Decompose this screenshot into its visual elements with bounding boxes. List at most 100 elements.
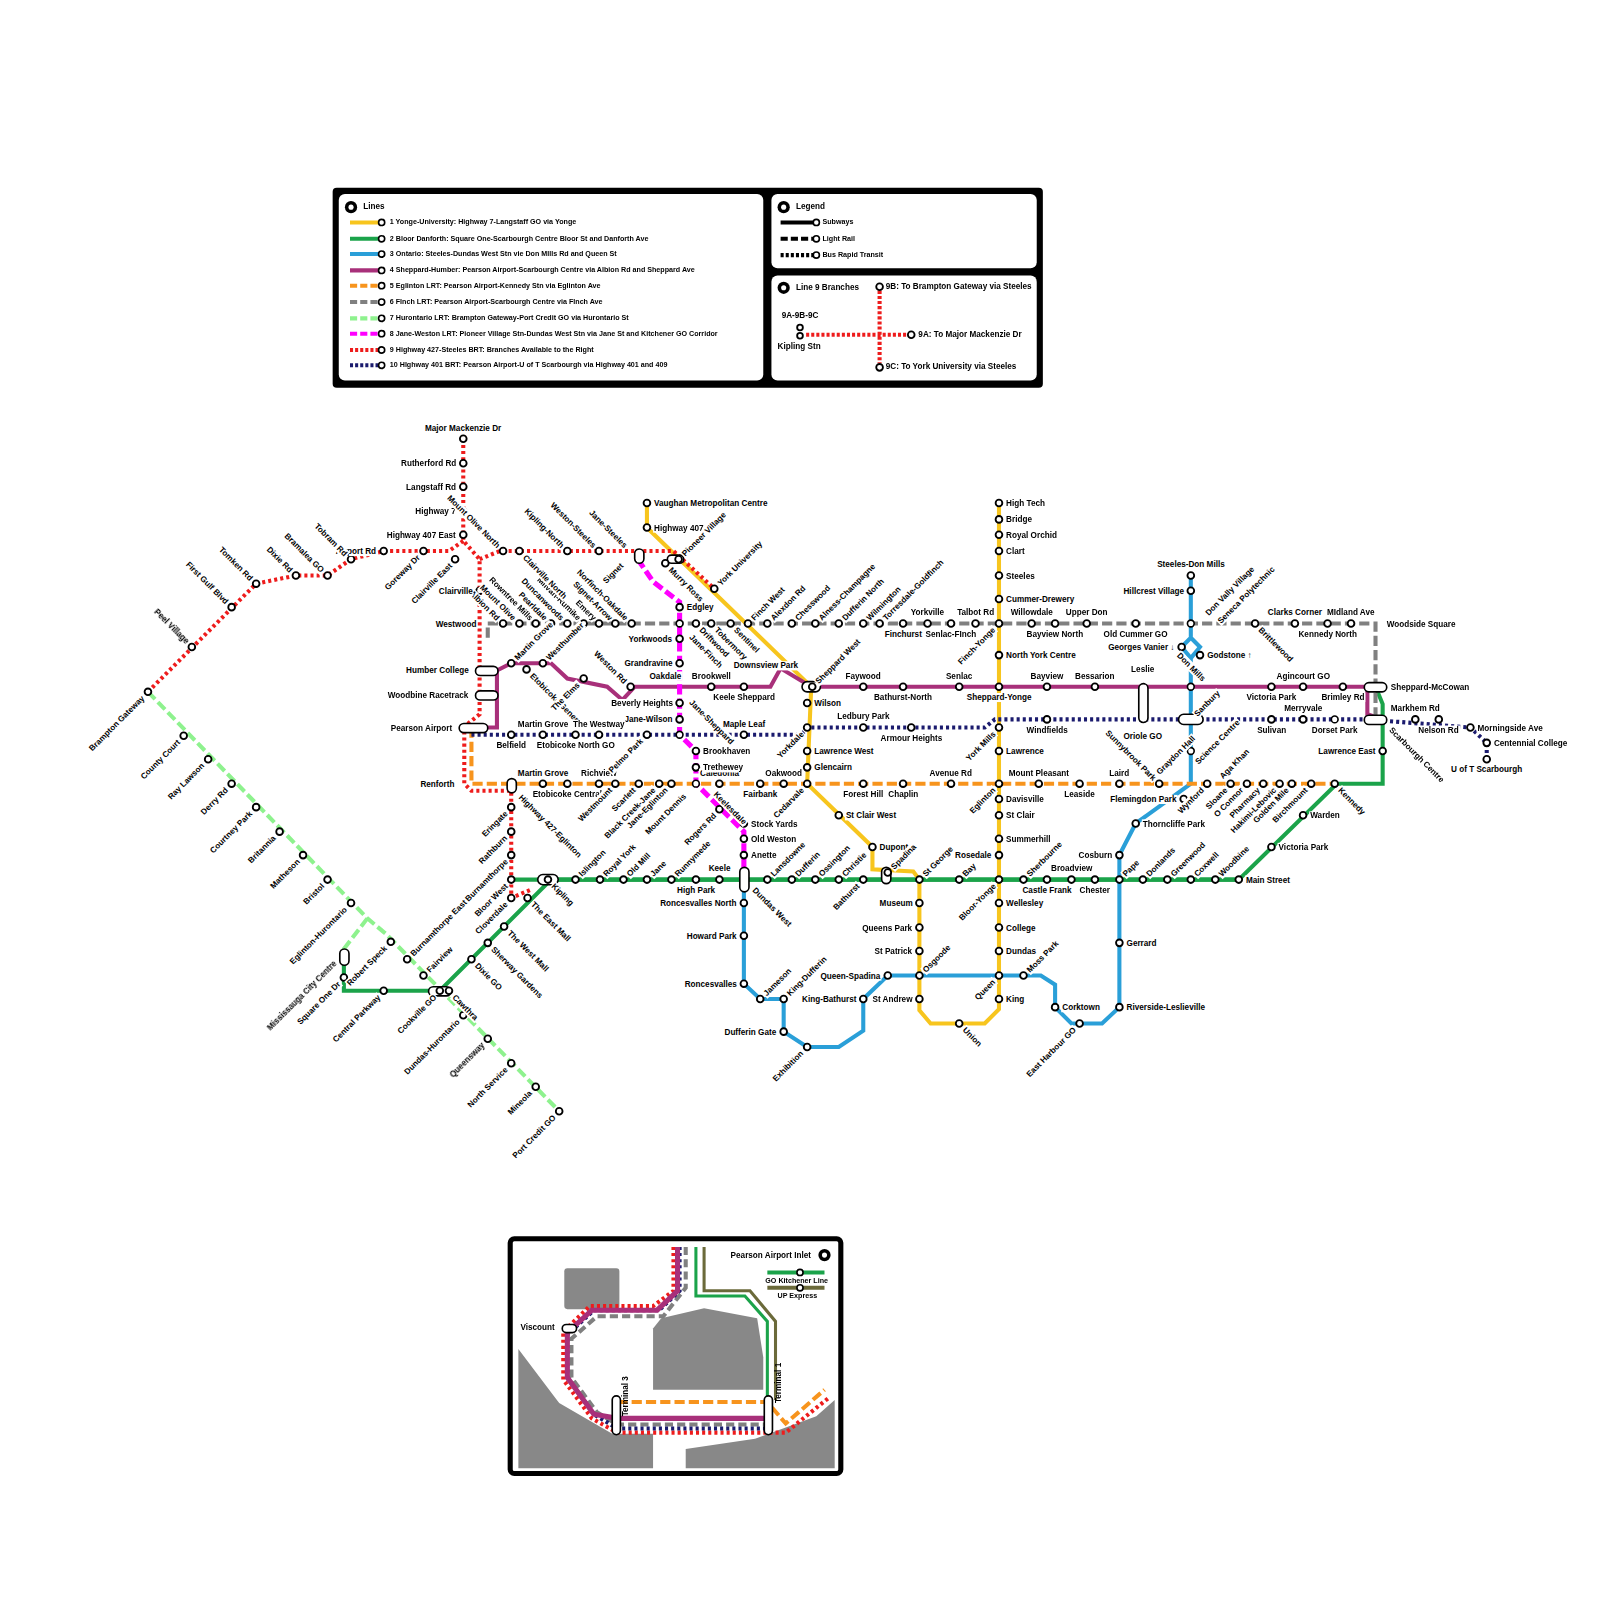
station-dot [1178,644,1185,651]
station-label: Keele [708,864,732,873]
station-dot [1116,1004,1123,1011]
line-4-inlet [567,1247,767,1418]
station-dot [508,828,515,835]
station-dot [804,724,811,731]
legend-text: GO Kitchener Line [765,1277,828,1285]
station-dot [1116,852,1123,859]
station-dot [924,620,931,627]
station-dot [809,683,816,690]
station-dot [508,804,515,811]
station-dot [693,748,700,755]
station-label: Dundas West [750,885,794,929]
station-dot [460,435,467,442]
station-label: Jane-Wilson [623,715,673,724]
station-label: Tobram Rd [312,520,350,558]
station-dot [508,876,515,883]
branch-panel: Line 9 Branches9B: To Brampton Gateway v… [771,276,1036,381]
station-dot [612,620,619,627]
station-label: Etobicoke Central [532,790,603,799]
station-label: Rosedale [954,851,992,860]
interchange [612,1396,620,1435]
station-label: Kipling [549,880,576,907]
station-label: Derry Rd [198,785,230,817]
station-label: Flemingdon Park [1109,794,1177,803]
station-label: Old Cummer GO [1103,630,1169,639]
interchange [1139,684,1148,723]
station-dot [972,620,979,627]
station-dot [996,748,1003,755]
station-dot [741,852,748,859]
panel [771,194,1036,268]
station-label: Mount Pleasant [1008,768,1070,777]
station-dot [835,812,842,819]
station-label: Dundas [1005,946,1037,955]
station-dot [876,620,883,627]
station-label: Mount Olive North [445,492,503,550]
swatch-dot [797,1285,803,1291]
station-dot [532,1083,539,1090]
station-dot [764,876,771,883]
station-label: Dufferin Gate [723,1027,777,1036]
station-dot [1244,780,1251,787]
station-dot [628,620,635,627]
station-dot [1035,780,1042,787]
interchange [340,949,349,965]
station-label: Westwood [435,619,478,628]
station-label: Nelson Rd [1417,726,1459,735]
station-dot [996,620,1003,627]
station-dot [635,780,642,787]
station-dot [996,652,1003,659]
station-label: Keele Sheppard [712,693,776,702]
station-dot [180,732,187,739]
station-label: Bloor-Yonge [956,880,998,922]
station-label: Museum [879,898,914,907]
legend-text: 7 Hurontario LRT: Brampton Gateway-Port … [390,314,629,322]
inset-map: Pearson Airport InletViscountTerminal 3T… [512,1241,839,1472]
station-dot [500,548,507,555]
station-label: Armour Heights [880,734,944,743]
station-dot [276,828,283,835]
panel [339,194,763,381]
station-dot [539,780,546,787]
station-dot [1260,780,1267,787]
station-dot [916,900,923,907]
station-label: Pape [1120,857,1142,879]
station-dot [1092,876,1099,883]
station-label: Pearson Airport [390,723,453,732]
station-dot [446,987,453,994]
station-dot [996,572,1003,579]
interchange-pills [340,549,1387,996]
swatch-dot [797,1269,803,1275]
station-label: Roncesvalles [684,979,738,988]
station-label: Ledbury Park [836,712,890,721]
station-dot [596,780,603,787]
station-label: Peel Village [151,606,191,646]
station-label: St Clair [1005,811,1036,820]
station-dot [716,876,723,883]
building [653,1308,763,1390]
legend-text: Bus Rapid Transit [822,251,883,259]
station-dot [860,683,867,690]
line-7 [148,692,559,1111]
line-3 [744,576,1200,1047]
interchange [459,723,488,732]
panel-text: 9B: To Brampton Gateway via Steeles [886,282,1032,291]
line-9-inlet [563,1247,828,1433]
station-label: Clart [1005,546,1026,555]
station-dot [757,780,764,787]
legend-swatch [777,234,824,244]
station-label: Markhem Rd [1390,704,1441,713]
station-dot [1268,844,1275,851]
station-label: Glencairn [813,763,853,772]
station-dot [1083,620,1090,627]
legend-swatch [763,1283,828,1293]
legend-swatch [346,217,389,227]
station-label: Signet [601,560,627,586]
station-label: Lawrence [1005,746,1045,755]
station-label: The Westway [572,719,626,728]
station-dot [1076,780,1083,787]
station-dot [532,620,539,627]
station-label: Bayview [1030,671,1065,680]
